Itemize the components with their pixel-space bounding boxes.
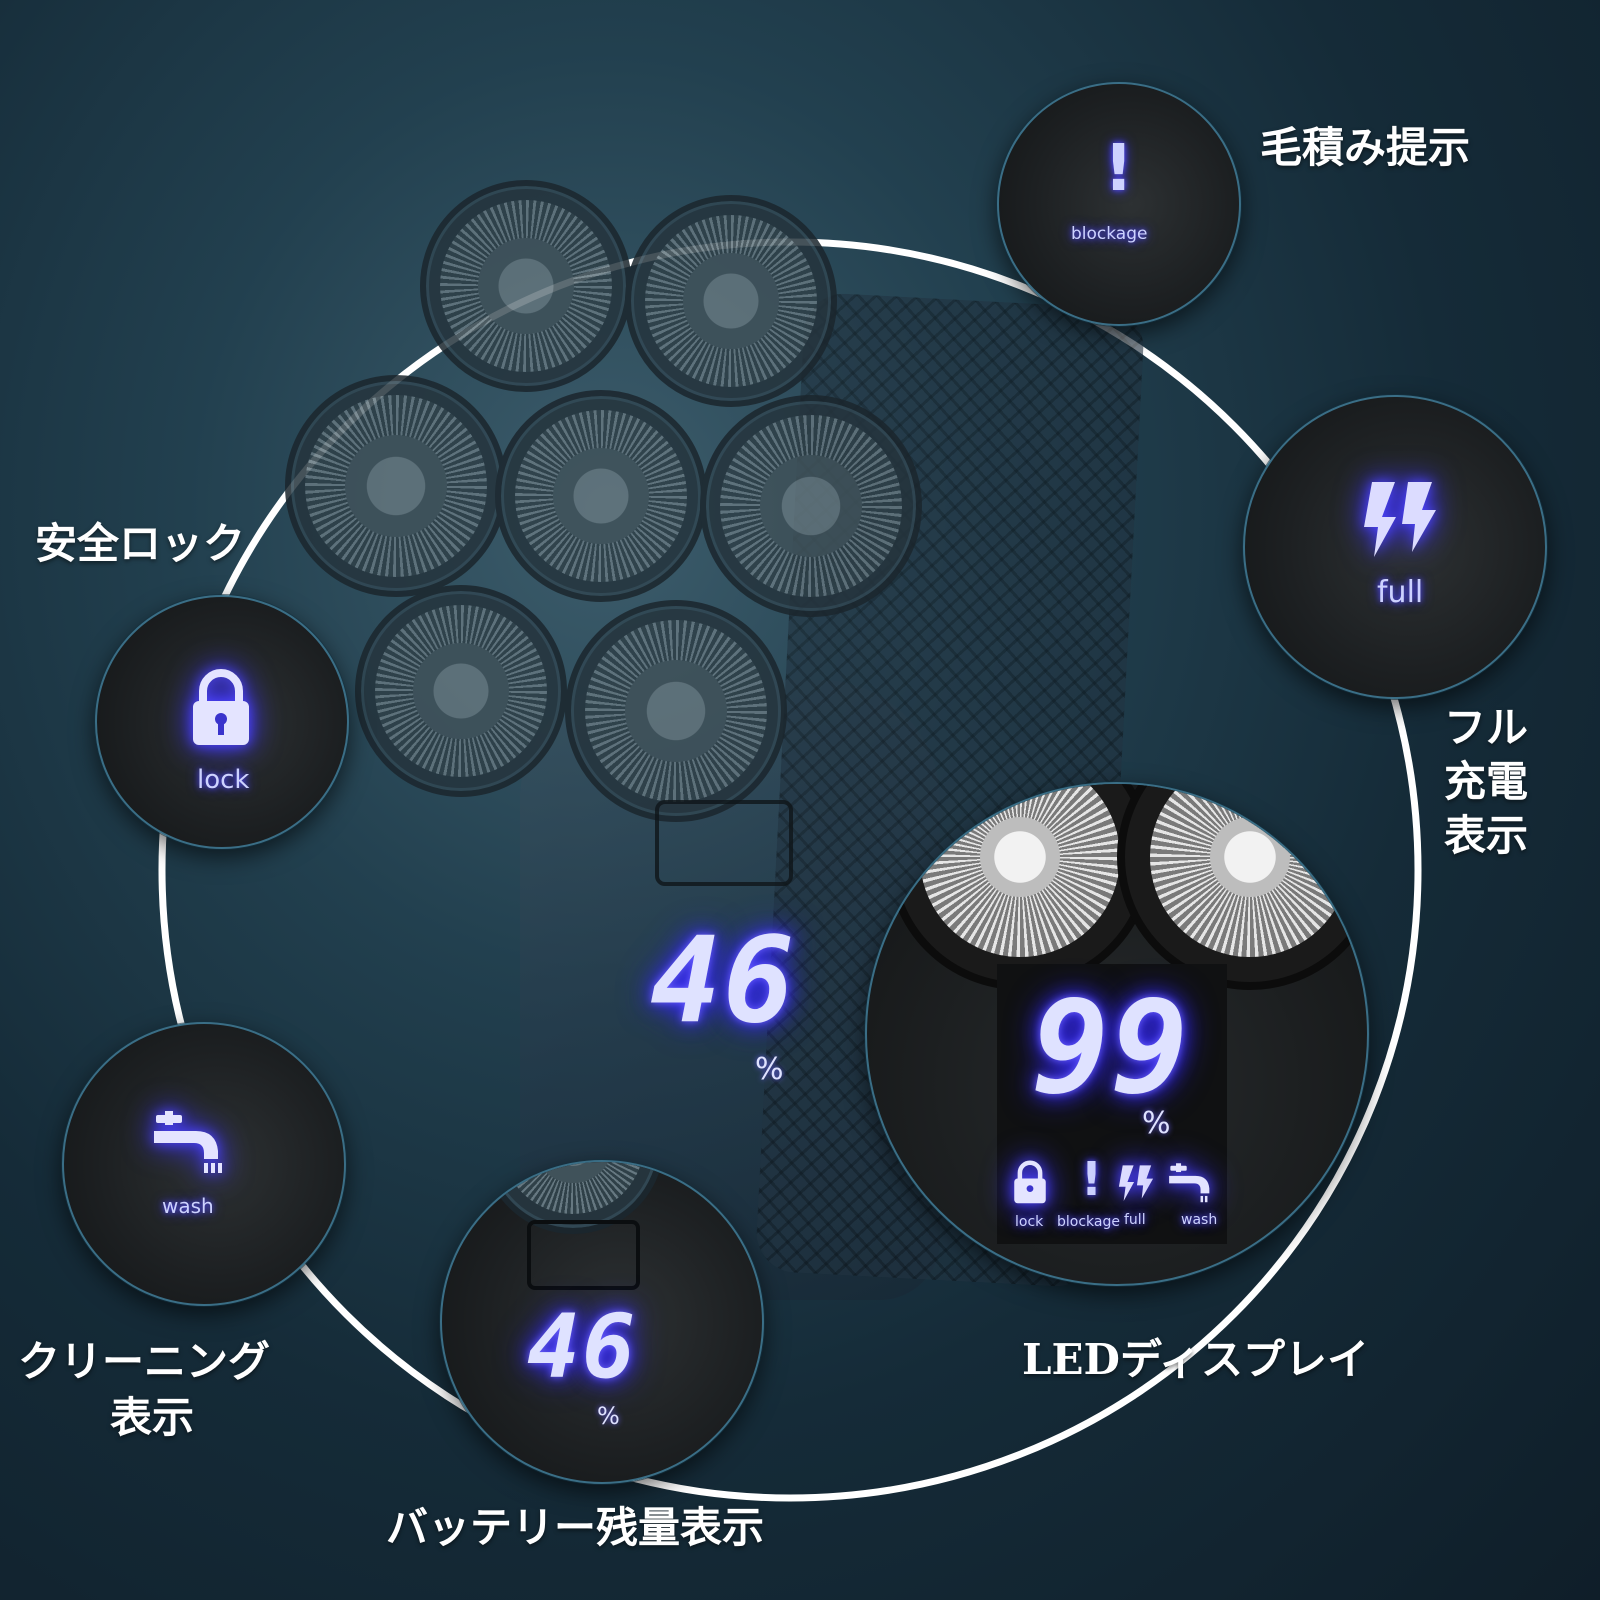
lock-indicator-text: lock <box>197 765 250 795</box>
blockage-indicator-circle: ! blockage <box>997 82 1241 326</box>
lock-icon <box>193 669 249 745</box>
led-display-circle: 99 % ! lock blockage full wash <box>865 782 1369 1286</box>
shaver-head-cluster <box>270 170 970 850</box>
full-charge-indicator-circle: full <box>1243 395 1547 699</box>
charge-bolt-icon <box>1364 482 1436 557</box>
led-display-value: 99 <box>1032 974 1191 1123</box>
led-icon-label-lock: lock <box>1015 1214 1044 1230</box>
label-safety-lock: 安全ロック <box>35 519 246 568</box>
label-full-charge-3: 表示 <box>1444 811 1529 860</box>
label-cleaning-2: 表示 <box>110 1393 195 1442</box>
shaver-head <box>355 585 567 797</box>
battery-level-value: 46 <box>527 1295 637 1398</box>
battery-level-unit: % <box>597 1402 620 1430</box>
wash-indicator-circle: wash <box>62 1022 346 1306</box>
power-button <box>527 1220 640 1290</box>
shaver-head <box>285 375 507 597</box>
label-blockage-indicator: 毛積み提示 <box>1260 123 1471 172</box>
led-icon-label-blockage: blockage <box>1057 1214 1120 1230</box>
led-display-unit: % <box>1142 1106 1171 1141</box>
led-icon-label-wash: wash <box>1181 1212 1218 1228</box>
label-full-charge-1: フル <box>1444 703 1529 752</box>
led-icon-label-full: full <box>1124 1212 1146 1228</box>
shaver-head <box>625 195 837 407</box>
faucet-icon <box>154 1111 222 1173</box>
label-full-charge-2: 充電 <box>1444 757 1529 806</box>
label-led-display: LEDディスプレイ <box>1022 1335 1370 1384</box>
lock-indicator-circle: lock <box>95 595 349 849</box>
battery-level-circle: 46 % <box>440 1160 764 1484</box>
shaver-head <box>565 600 787 822</box>
device-display-value: 46 <box>650 911 797 1049</box>
charge-bolt-icon <box>1118 1165 1154 1201</box>
full-indicator-text: full <box>1377 575 1424 610</box>
wash-indicator-text: wash <box>162 1194 214 1218</box>
exclamation-icon: ! <box>1081 1152 1102 1206</box>
label-cleaning-1: クリーニング <box>18 1337 271 1386</box>
shaver-head <box>420 180 632 392</box>
shaver-head <box>700 395 922 617</box>
power-button <box>655 800 793 886</box>
faucet-icon <box>1169 1163 1210 1203</box>
shaver-head-partial <box>887 784 1153 990</box>
label-battery-level: バッテリー残量表示 <box>386 1503 765 1552</box>
blockage-indicator-text: blockage <box>1071 224 1148 244</box>
exclamation-icon: ! <box>1104 132 1134 206</box>
shaver-head-partial <box>1117 784 1367 990</box>
lock-icon <box>1014 1160 1046 1204</box>
device-display-unit: % <box>755 1052 784 1087</box>
shaver-head <box>495 390 707 602</box>
